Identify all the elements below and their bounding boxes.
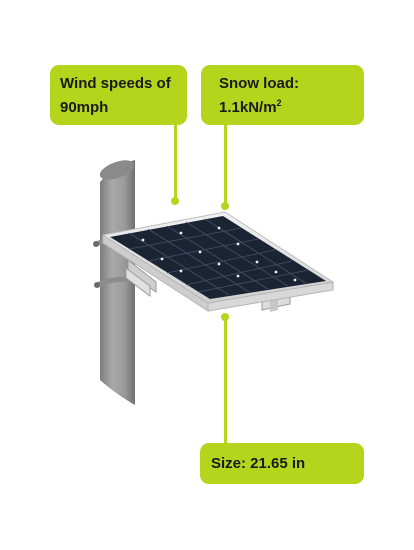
mounting-bracket <box>125 258 291 312</box>
snow-load-label: Snow load: <box>219 75 299 92</box>
solar-panel <box>101 211 335 312</box>
wind-speed-label: Wind speeds of <box>60 75 171 92</box>
wind-connector-dot <box>171 197 179 205</box>
wind-speed-callout: Wind speeds of 90mph <box>50 65 187 125</box>
size-connector-line <box>224 316 227 443</box>
snow-load-value: 1.1kN/m <box>219 99 277 116</box>
size-label: Size: 21.65 in <box>211 455 306 472</box>
snow-load-unit-exponent: 2 <box>276 98 282 108</box>
wind-connector-line <box>174 125 177 200</box>
size-callout: Size: 21.65 in <box>200 443 364 484</box>
wind-speed-value: 90mph <box>60 99 109 116</box>
snow-load-callout: Snow load: 1.1kN/m2 <box>201 65 364 125</box>
snow-connector-line <box>224 125 227 205</box>
snow-load-value-line: 1.1kN/m2 <box>219 96 354 120</box>
mounting-pole <box>99 160 135 405</box>
snow-connector-dot <box>221 202 229 210</box>
